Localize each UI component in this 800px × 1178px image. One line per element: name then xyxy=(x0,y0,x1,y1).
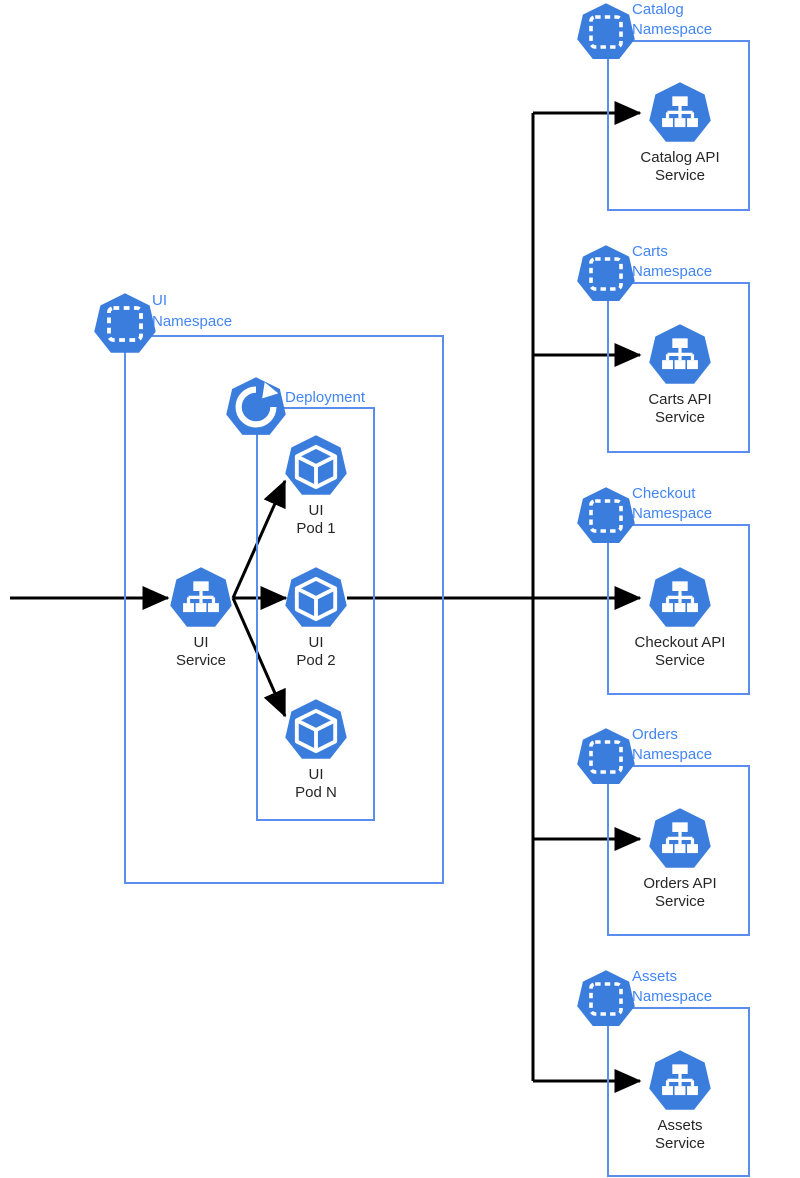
catalog-api-service-label-line2: Service xyxy=(655,167,705,184)
carts-namespace-label-line2: Namespace xyxy=(632,263,712,280)
arrow-service-to-pod1 xyxy=(231,479,287,599)
ui-service-node[interactable]: UI Service xyxy=(170,567,232,669)
ui-pod-n-label-line2: Pod N xyxy=(295,784,337,801)
ui-namespace-group[interactable]: UI Namespace UI Service Deployment xyxy=(94,292,444,884)
service-icon xyxy=(649,82,711,142)
service-icon xyxy=(649,567,711,627)
pod-icon xyxy=(285,699,347,759)
orders-api-service-node[interactable]: Orders API Service xyxy=(643,808,717,910)
carts-api-service-label-line2: Service xyxy=(655,409,705,426)
catalog-api-service-node[interactable]: Catalog API Service xyxy=(640,82,720,184)
assets-namespace-label-line2: Namespace xyxy=(632,988,712,1005)
carts-api-service-node[interactable]: Carts API Service xyxy=(648,324,712,426)
service-icon xyxy=(649,324,711,384)
assets-namespace-group[interactable]: Assets Namespace Assets Service xyxy=(577,968,750,1177)
ui-service-label-line1: UI xyxy=(194,634,209,651)
carts-api-service-label-line1: Carts API xyxy=(648,391,711,408)
namespace-icon xyxy=(577,3,635,59)
namespace-icon xyxy=(94,293,156,353)
assets-service-label-line1: Assets xyxy=(657,1117,702,1134)
ui-namespace-label-line1: UI xyxy=(152,292,167,309)
ui-namespace-box xyxy=(124,335,444,884)
ui-pod-2-label-line2: Pod 2 xyxy=(296,652,335,669)
namespace-icon xyxy=(577,970,635,1026)
catalog-namespace-group[interactable]: Catalog Namespace Catalog API Service xyxy=(577,1,750,211)
assets-namespace-label-line1: Assets xyxy=(632,968,677,985)
pod-icon xyxy=(285,567,347,627)
carts-namespace-label-line1: Carts xyxy=(632,243,668,260)
ui-pod-2-label-line1: UI xyxy=(309,634,324,651)
service-icon xyxy=(649,1050,711,1110)
ui-deployment-label: Deployment xyxy=(285,389,366,406)
pod-icon xyxy=(285,435,347,495)
traffic-flow-lines xyxy=(10,101,642,1093)
orders-namespace-group[interactable]: Orders Namespace Orders API Service xyxy=(577,726,750,936)
namespace-icon xyxy=(577,245,635,301)
assets-service-node[interactable]: Assets Service xyxy=(649,1050,711,1152)
checkout-api-service-label-line2: Service xyxy=(655,652,705,669)
arrow-service-to-podn xyxy=(231,597,287,718)
assets-namespace-box xyxy=(607,1007,750,1177)
checkout-namespace-label-line2: Namespace xyxy=(632,505,712,522)
ui-deployment-group[interactable]: Deployment UI Pod 1 UI Pod 2 xyxy=(226,377,375,821)
carts-namespace-box xyxy=(607,282,750,453)
catalog-namespace-box xyxy=(607,40,750,211)
checkout-api-service-label-line1: Checkout API xyxy=(635,634,726,651)
service-icon xyxy=(649,808,711,868)
service-icon xyxy=(170,567,232,627)
ui-namespace-label-line2: Namespace xyxy=(152,313,232,330)
checkout-namespace-group[interactable]: Checkout Namespace Checkout API Service xyxy=(577,485,750,695)
ui-pod-1-label-line1: UI xyxy=(309,502,324,519)
catalog-api-service-label-line1: Catalog API xyxy=(640,149,719,166)
ui-pod-1-node[interactable]: UI Pod 1 xyxy=(285,435,347,537)
checkout-api-service-node[interactable]: Checkout API Service xyxy=(635,567,726,669)
deployment-icon xyxy=(226,377,286,435)
orders-namespace-label-line2: Namespace xyxy=(632,746,712,763)
ui-pod-1-label-line2: Pod 1 xyxy=(296,520,335,537)
checkout-namespace-label-line1: Checkout xyxy=(632,485,696,502)
checkout-namespace-box xyxy=(607,524,750,695)
catalog-namespace-label-line1: Catalog xyxy=(632,1,684,18)
orders-namespace-box xyxy=(607,765,750,936)
carts-namespace-group[interactable]: Carts Namespace Carts API Service xyxy=(577,243,750,453)
ui-pod-2-node[interactable]: UI Pod 2 xyxy=(285,567,347,669)
ui-pod-n-label-line1: UI xyxy=(309,766,324,783)
assets-service-label-line2: Service xyxy=(655,1135,705,1152)
ui-pod-n-node[interactable]: UI Pod N xyxy=(285,699,347,801)
orders-namespace-label-line1: Orders xyxy=(632,726,678,743)
orders-api-service-label-line1: Orders API xyxy=(643,875,716,892)
ui-service-label-line2: Service xyxy=(176,652,226,669)
namespace-icon xyxy=(577,728,635,784)
namespace-icon xyxy=(577,487,635,543)
catalog-namespace-label-line2: Namespace xyxy=(632,21,712,38)
orders-api-service-label-line2: Service xyxy=(655,893,705,910)
ui-deployment-box xyxy=(256,407,375,821)
